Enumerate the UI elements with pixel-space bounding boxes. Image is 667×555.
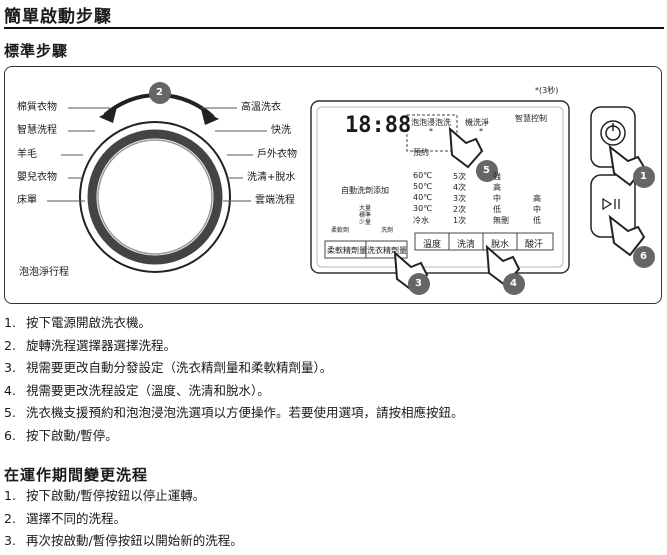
- hand-icon: [608, 214, 646, 257]
- rotate-arrow-head-left: [99, 107, 117, 123]
- amount-large: 大量: [359, 205, 372, 212]
- display-panel: [310, 100, 570, 274]
- cycle-label-baby: 嬰兒衣物: [17, 172, 57, 183]
- page-title: 簡單啟動步驟: [4, 7, 112, 27]
- list-item: 3.再次按啟動/暫停按鈕以開始新的洗程。: [4, 533, 243, 548]
- rinse-3: 3次: [453, 194, 467, 203]
- hold-note: *(3秒): [535, 86, 559, 95]
- option-machine-clean: 機洗淨: [465, 118, 489, 127]
- option-delay: 預約: [413, 148, 429, 157]
- list-item: 1.按下電源開啟洗衣機。: [4, 315, 152, 330]
- callout-3: [408, 273, 430, 295]
- list-item: 2.選擇不同的洗程。: [4, 510, 127, 526]
- callout-1: [633, 166, 655, 188]
- list-item: 5.洗衣機支援預約和泡泡浸泡洗選項以方便操作。若要使用選項，請按相應按鈕。: [4, 405, 464, 420]
- detergent-small-label: 洗劑: [381, 227, 394, 234]
- dial-knob: [97, 139, 213, 255]
- cycle-label-quick: 快洗: [271, 125, 291, 136]
- cycle-label-ai: 智慧洗程: [17, 125, 57, 136]
- cycle-label-rinse-spin: 洗清+脫水: [247, 172, 296, 183]
- option-smart-control: 智慧控制: [515, 114, 547, 123]
- list-item: 1.按下啟動/暫停按鈕以停止運轉。: [4, 488, 206, 503]
- amount-less: 少量: [359, 219, 372, 226]
- detergent-amount-button[interactable]: 洗衣精劑量: [367, 246, 407, 255]
- temp-60: 60℃: [413, 171, 433, 180]
- callout-1-label: 1: [640, 171, 647, 182]
- spin-strong: 強: [493, 172, 501, 181]
- callout-6: [633, 246, 655, 268]
- rinse-5: 5次: [453, 172, 467, 181]
- rinse-button[interactable]: 洗清: [457, 240, 476, 250]
- diagram-illustration: [47, 82, 655, 295]
- option-bubble-soak: 泡泡浸泡洗: [411, 118, 451, 127]
- bubble-cycle-label: 泡泡淨行程: [19, 267, 69, 278]
- spin-button[interactable]: 脫水: [491, 240, 510, 250]
- callout-3-label: 3: [415, 278, 422, 289]
- list-item: 2.旋轉洗程選擇器選擇洗程。: [4, 337, 177, 353]
- section-title-change: 在運作期間變更洗程: [4, 466, 149, 484]
- cycle-label-hot: 高溫洗衣: [241, 102, 281, 113]
- level-low: 低: [533, 216, 541, 225]
- option-sub-1: *: [429, 127, 433, 136]
- temp-50: 50℃: [413, 182, 433, 191]
- spin-low: 低: [493, 205, 501, 214]
- callout-5-label: 5: [483, 165, 490, 176]
- cycle-label-outdoor: 戶外衣物: [257, 149, 297, 160]
- hand-icon: [448, 126, 484, 169]
- level-mid: 中: [533, 205, 541, 214]
- list-item: 3.視需要更改自動分發設定（洗衣精劑量和柔軟精劑量）。: [4, 360, 333, 375]
- section-title-standard: 標準步驟: [4, 42, 69, 60]
- standard-steps-list: 1.按下電源開啟洗衣機。 2.旋轉洗程選擇器選擇洗程。 3.視需要更改自動分發設…: [4, 312, 464, 447]
- spin-none: 無刪: [493, 216, 509, 225]
- callout-2-label: 2: [156, 87, 163, 98]
- change-steps-list: 1.按下啟動/暫停按鈕以停止運轉。 2.選擇不同的洗程。 3.再次按啟動/暫停按…: [4, 485, 243, 553]
- cycle-label-cotton: 棉質衣物: [17, 102, 57, 113]
- amount-standard: 標準: [359, 212, 372, 219]
- auto-dispense-label: 自動洗劑添加: [341, 186, 389, 195]
- softener-small-label: 柔軟劑: [331, 227, 350, 234]
- spin-high: 高: [493, 183, 501, 192]
- rotate-arrow-head-right: [201, 109, 219, 125]
- cycle-label-cloud: 雲端洗程: [255, 195, 295, 206]
- spin-mid: 中: [493, 194, 501, 203]
- temp-40: 40℃: [413, 193, 433, 202]
- soil-button[interactable]: 酸汗: [525, 240, 544, 250]
- list-item: 4.視需要更改洗程設定（溫度、洗清和脫水）。: [4, 382, 270, 398]
- rinse-4: 4次: [453, 183, 467, 192]
- temp-30: 30℃: [413, 204, 433, 213]
- list-item: 6.按下啟動/暫停。: [4, 427, 118, 443]
- temp-cold: 冷水: [413, 216, 429, 225]
- callout-2: [149, 82, 171, 104]
- cycle-label-wool: 羊毛: [17, 149, 37, 160]
- rinse-2: 2次: [453, 205, 467, 214]
- level-high: 高: [533, 194, 541, 203]
- rinse-1: 1次: [453, 216, 467, 225]
- temperature-button[interactable]: 溫度: [423, 240, 442, 250]
- softener-amount-button[interactable]: 柔軟精劑量: [327, 246, 367, 255]
- callout-4: [503, 273, 525, 295]
- time-display: 18:88: [345, 113, 412, 138]
- option-sub-2: *: [479, 127, 483, 136]
- cycle-label-bedding: 床單: [17, 195, 37, 206]
- callout-5: [476, 160, 498, 182]
- title-divider: [4, 27, 664, 29]
- callout-6-label: 6: [640, 251, 647, 262]
- callout-4-label: 4: [510, 278, 517, 289]
- control-panel-diagram: 2 5 1 6 3 4 棉質衣物 智慧洗程 羊毛 嬰兒衣物 床單 高溫洗衣 快洗…: [4, 66, 662, 304]
